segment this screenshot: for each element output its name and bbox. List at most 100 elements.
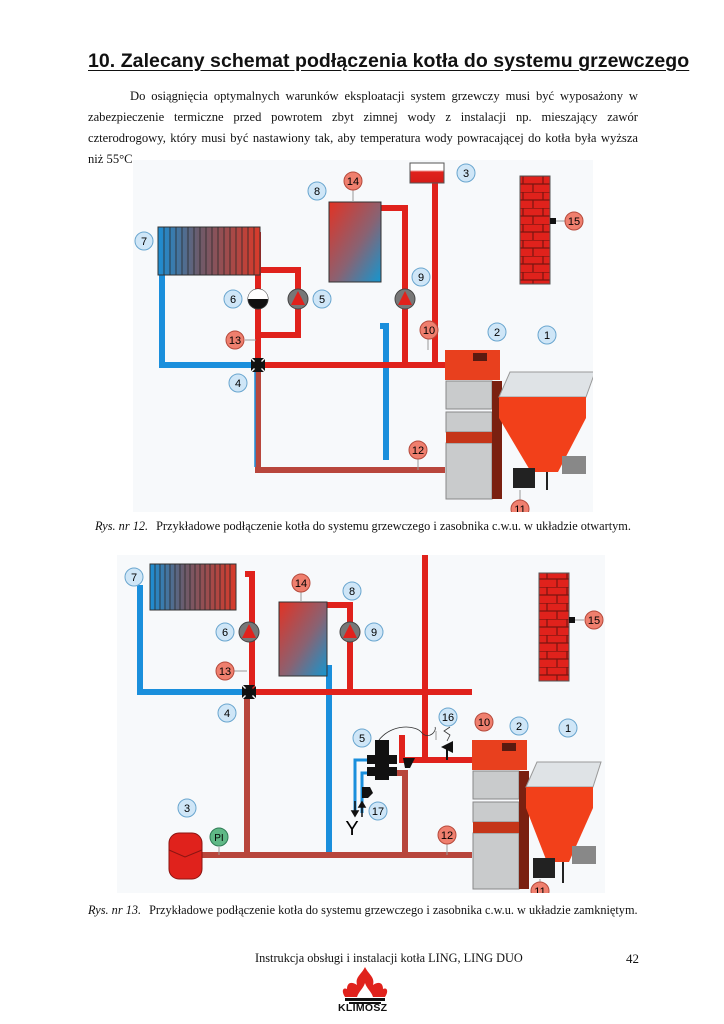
figure-13-labels: 1 2 3 4 5 6 7 8 9 10 11 12 13 14 15 16 1… [124,567,604,893]
svg-text:2: 2 [494,327,500,339]
svg-text:9: 9 [418,272,424,284]
flow-arrows [350,800,367,818]
label-15: 15 [564,211,584,231]
figure-12-labels: 1 2 3 4 5 6 7 8 9 10 11 12 13 14 15 [134,163,584,512]
label-14: 14 [291,573,311,593]
klimosz-logo-icon [342,967,388,1004]
figure-13-text: Przykładowe podłączenie kotła do systemu… [149,903,638,917]
svg-text:8: 8 [314,186,320,198]
figure-12-caption: Rys. nr 12. Przykładowe podłączenie kotła… [95,519,631,534]
pump-9 [339,621,361,643]
label-1: 1 [537,325,557,345]
figure-12-diagram: 1 2 3 4 5 6 7 8 9 10 11 12 13 14 15 [133,160,593,512]
y-symbol: Y [345,818,358,840]
hot-water-tank [328,201,382,283]
svg-text:5: 5 [319,294,325,306]
svg-text:1: 1 [565,723,571,735]
svg-text:13: 13 [229,335,241,347]
label-2: 2 [487,322,507,342]
label-2: 2 [509,716,529,736]
label-9: 9 [364,622,384,642]
label-8: 8 [307,181,327,201]
svg-text:5: 5 [359,733,365,745]
label-11: 11 [510,499,530,512]
chimney-wall [538,572,570,682]
figure-13-caption: Rys. nr 13. Przykładowe podłączenie kotła… [88,903,638,918]
svg-text:11: 11 [534,886,545,893]
chimney-wall [519,175,551,285]
label-12: 12 [437,825,457,845]
expansion-vessel [409,162,445,184]
svg-text:10: 10 [478,717,490,729]
svg-text:4: 4 [235,378,241,390]
label-5: 5 [352,728,372,748]
label-10: 10 [474,712,494,732]
expansion-membrane [247,288,269,310]
svg-text:15: 15 [568,216,580,228]
svg-text:14: 14 [295,578,307,590]
label-6: 6 [223,289,243,309]
svg-text:2: 2 [516,721,522,733]
label-7: 7 [124,567,144,587]
figure-13-number: Rys. nr 13. [88,903,142,917]
boiler [445,350,593,500]
label-15: 15 [584,610,604,630]
figure-12-number: Rys. nr 12. [95,519,149,533]
radiator [157,226,261,276]
svg-text:7: 7 [131,572,137,584]
figure-13-diagram: Y PI 1 2 3 4 5 6 7 8 [117,555,605,893]
section-heading: 10. Zalecany schemat podłączenia kotła d… [88,50,690,72]
pump-9 [394,288,416,310]
radiator [149,563,237,611]
label-3: 3 [456,163,476,183]
footer-text: Instrukcja obsługi i instalacji kotła LI… [255,951,523,965]
svg-text:16: 16 [442,712,454,724]
svg-text:8: 8 [349,586,355,598]
svg-text:11: 11 [514,504,525,512]
four-way-valve [251,358,265,372]
label-11: 11 [530,881,550,893]
svg-text:PI: PI [214,833,223,844]
figure-12-text: Przykładowe podłączenie kotła do systemu… [156,519,631,533]
svg-text:10: 10 [423,325,435,337]
safety-valve [441,726,453,760]
svg-text:12: 12 [441,830,453,842]
label-1: 1 [558,718,578,738]
label-3: 3 [177,798,197,818]
label-6: 6 [215,622,235,642]
svg-text:13: 13 [219,666,231,678]
label-7: 7 [134,231,154,251]
svg-text:17: 17 [372,806,384,818]
label-4: 4 [217,703,237,723]
thermostatic-valve [362,740,415,798]
label-14: 14 [343,171,363,191]
pump-6 [238,621,260,643]
label-16: 16 [438,707,458,727]
svg-text:6: 6 [222,627,228,639]
label-12: 12 [408,440,428,460]
label-10: 10 [419,320,439,340]
label-9: 9 [411,267,431,287]
svg-text:9: 9 [371,627,377,639]
boiler [472,740,602,890]
svg-text:14: 14 [347,176,359,188]
label-17: 17 [368,801,388,821]
label-4: 4 [228,373,248,393]
svg-text:4: 4 [224,708,230,720]
four-way-valve [242,685,256,699]
svg-text:12: 12 [412,445,424,457]
expansion-vessel [168,832,203,880]
pump-5 [287,288,309,310]
label-13: 13 [215,661,235,681]
intro-paragraph: Do osiągnięcia optymalnych warunków eksp… [88,86,638,170]
svg-text:7: 7 [141,236,147,248]
svg-text:6: 6 [230,294,236,306]
label-13: 13 [225,330,245,350]
hot-water-tank [278,601,328,677]
intro-paragraph-text: Do osiągnięcia optymalnych warunków eksp… [88,89,638,166]
svg-text:15: 15 [588,615,600,627]
pressure-gauge: PI [209,827,229,847]
page-number: 42 [626,951,639,966]
svg-text:3: 3 [184,803,190,815]
svg-text:1: 1 [544,330,550,342]
